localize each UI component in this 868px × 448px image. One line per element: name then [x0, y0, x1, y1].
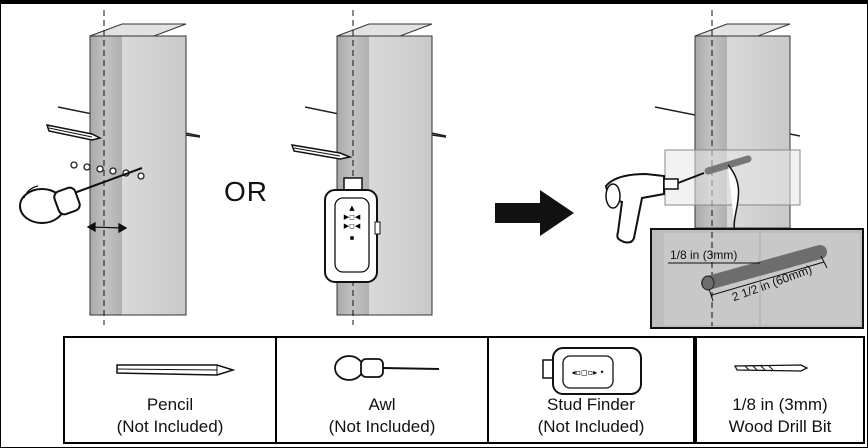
next-step-arrow	[495, 190, 574, 236]
drill-depth-callout	[650, 228, 864, 329]
tool-note: Wood Drill Bit	[728, 417, 832, 436]
tool-cell-pencil: Pencil (Not Included)	[65, 338, 277, 442]
drill-bit-icon	[733, 364, 809, 372]
screwdriver-icon	[19, 167, 143, 224]
required-tools-table: Pencil (Not Included) Awl (Not Included) ◂…	[63, 336, 865, 444]
pencil-icon-tool	[116, 364, 236, 376]
width-arrow	[86, 221, 128, 234]
tool-name: Pencil	[146, 395, 194, 414]
pencil-icon-2	[290, 144, 353, 160]
stud-panel-3	[604, 10, 801, 244]
stud-panel-1	[19, 10, 201, 325]
svg-text:◂▫◻▫▸ •: ◂▫◻▫▸ •	[572, 368, 605, 377]
tool-name: Awl	[368, 395, 396, 414]
svg-text:▲: ▲	[349, 204, 355, 212]
svg-text:▶◻◀: ▶◻◀	[344, 222, 361, 230]
awl-icon	[334, 355, 440, 381]
marking-dots	[70, 161, 145, 180]
drill-icon	[604, 172, 705, 244]
tool-name: 1/8 in (3mm)	[732, 395, 828, 414]
tool-note: (Not Included)	[328, 417, 436, 436]
stud-finder-tool-icon: ◂▫◻▫▸ •	[542, 347, 642, 395]
stud-panel-2: ▲ ▶◻◀ ▶◻◀	[290, 10, 447, 325]
stud-finder-icon: ▲ ▶◻◀ ▶◻◀	[324, 177, 381, 283]
tool-note: (Not Included)	[537, 417, 645, 436]
top-border	[0, 0, 868, 4]
pencil-icon	[45, 124, 103, 141]
callout-pointer	[727, 164, 740, 233]
installation-diagram: ▲ ▶◻◀ ▶◻◀	[19, 10, 864, 329]
hole-size-label: 1/8 in (3mm)	[670, 248, 738, 262]
tool-cell-drill-bit: 1/8 in (3mm) Wood Drill Bit	[695, 338, 863, 442]
tool-cell-awl: Awl (Not Included)	[277, 338, 489, 442]
tool-name: Stud Finder	[547, 395, 635, 414]
tool-cell-stud-finder: ◂▫◻▫▸ • Stud Finder (Not Included)	[489, 338, 695, 442]
or-label: OR	[224, 176, 268, 207]
tool-note: (Not Included)	[116, 417, 224, 436]
svg-text:▶◻◀: ▶◻◀	[344, 213, 361, 221]
